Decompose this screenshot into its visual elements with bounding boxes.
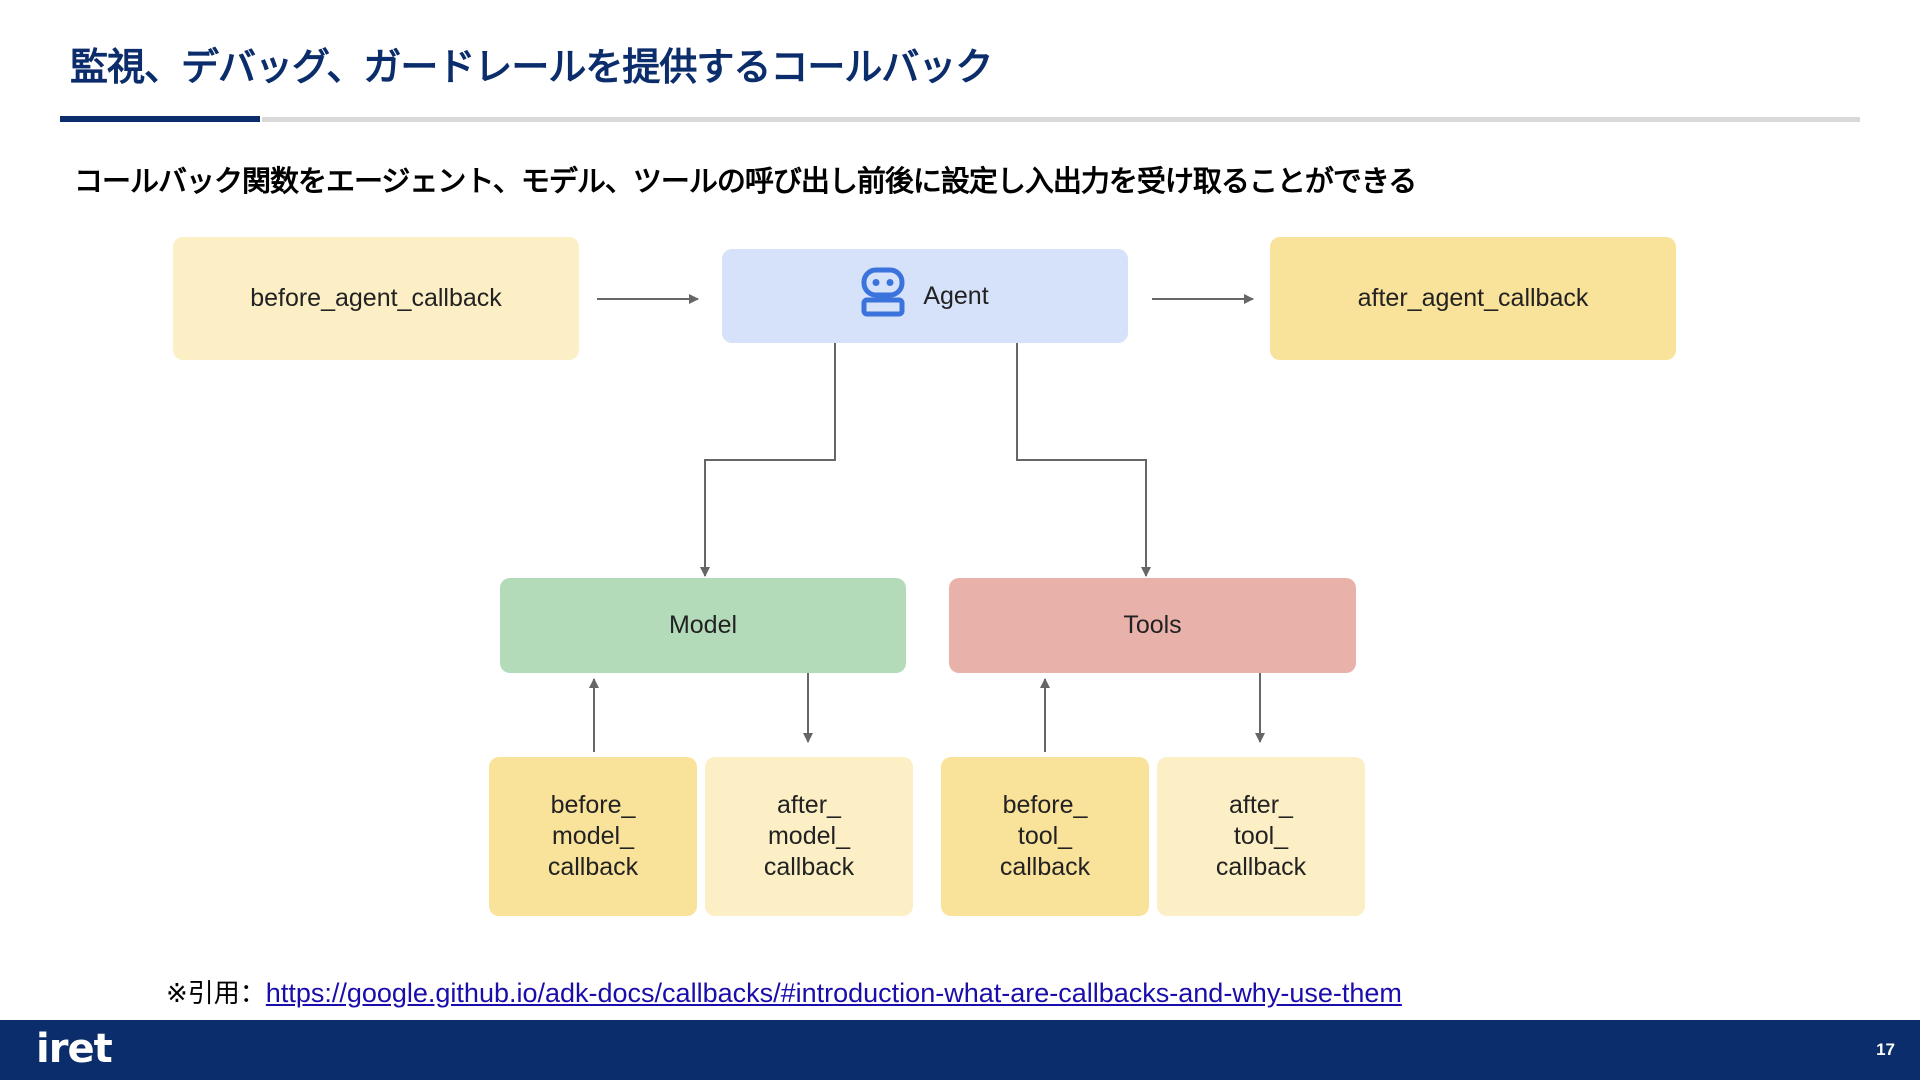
robot-icon	[861, 267, 905, 325]
node-before-model-callback: before_ model_ callback	[489, 757, 697, 916]
arrow-agent-to-tools	[1016, 343, 1151, 577]
footer-bar: iret 17	[0, 1020, 1920, 1080]
node-label: before_ tool_ callback	[999, 791, 1091, 881]
node-label: after_agent_callback	[1357, 284, 1589, 312]
title-accent-bar	[60, 116, 260, 122]
node-before-tool-callback: before_ tool_ callback	[941, 757, 1149, 916]
node-label: before_agent_callback	[250, 284, 502, 312]
node-label: Tools	[1123, 611, 1182, 639]
slide-title: 監視、デバッグ、ガードレールを提供するコールバック	[70, 45, 993, 89]
slide-subtitle: コールバック関数をエージェント、モデル、ツールの呼び出し前後に設定し入出力を受け…	[74, 164, 1417, 198]
node-after-tool-callback: after_ tool_ callback	[1157, 757, 1365, 916]
node-before-agent-callback: before_agent_callback	[173, 237, 579, 360]
node-model: Model	[500, 578, 906, 673]
node-tools: Tools	[949, 578, 1356, 673]
node-label: Model	[668, 611, 738, 639]
citation-link[interactable]: https://google.github.io/adk-docs/callba…	[265, 978, 1402, 1008]
arrow-agent-to-model	[700, 343, 836, 577]
node-after-agent-callback: after_agent_callback	[1270, 237, 1676, 360]
node-agent: Agent	[722, 249, 1128, 343]
company-logo: iret	[36, 1026, 113, 1072]
node-label: before_ model_ callback	[547, 791, 639, 881]
title-divider	[262, 117, 1860, 122]
node-label: Agent	[923, 281, 989, 310]
node-label: after_ model_ callback	[763, 791, 855, 881]
citation: ※引用：https://google.github.io/adk-docs/ca…	[166, 973, 1402, 1010]
node-label: after_ tool_ callback	[1215, 791, 1307, 881]
node-after-model-callback: after_ model_ callback	[705, 757, 913, 916]
page-number: 17	[1876, 1040, 1895, 1059]
citation-prefix: ※引用：	[166, 979, 266, 1009]
